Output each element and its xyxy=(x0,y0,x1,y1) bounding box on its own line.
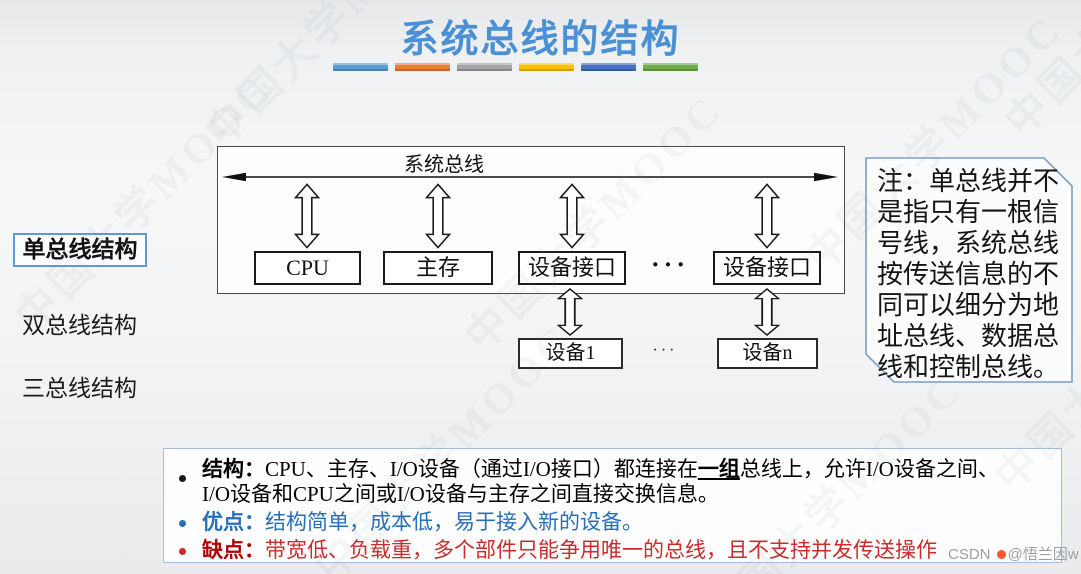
main-memory-box: 主存 xyxy=(383,251,493,285)
device-1-box: 设备1 xyxy=(518,338,623,369)
bus-label: 系统总线 xyxy=(404,154,484,176)
ellipsis: ··· xyxy=(652,342,678,359)
bullet-pros: 优点：结构简单，成本低，易于接入新的设备。 xyxy=(164,510,1061,535)
csdn-username: @悟兰因w xyxy=(1007,546,1079,563)
note-callout: 注：单总线并不是指只有一根信号线，系统总线按传送信息的不同可以细分为地址总线、数… xyxy=(865,157,1073,383)
cpu-box: CPU xyxy=(254,251,361,285)
bus-connector-arrow xyxy=(559,183,585,249)
structure-label: 结构： xyxy=(202,457,265,481)
structure-text: 总线上，允许I/O设备之间、 xyxy=(739,457,999,481)
bullet-icon xyxy=(179,520,186,527)
device-interface-box: 设备接口 xyxy=(518,251,626,285)
sidebar-item-triple-bus: 三总线结构 xyxy=(22,376,137,401)
csdn-watermark: CSDN @悟兰因w xyxy=(948,543,1079,564)
csdn-logo-icon xyxy=(996,550,1006,560)
bullet-cons: 缺点：带宽低、负载重，多个部件只能争用唯一的总线，且不支持并发传送操作 xyxy=(164,538,1061,563)
sidebar-item-single-bus: 单总线结构 xyxy=(13,233,147,267)
bus-diagram-panel: 系统总线 CPU 主存 设备接口 设备接口 ··· xyxy=(217,146,845,294)
bullet-icon xyxy=(179,475,186,482)
csdn-label: CSDN xyxy=(948,546,995,563)
divider-bar xyxy=(643,63,698,71)
summary-box: 结构：CPU、主存、I/O设备（通过I/O接口）都连接在一组总线上，允许I/O设… xyxy=(163,448,1062,563)
bullet-structure: 结构：CPU、主存、I/O设备（通过I/O接口）都连接在一组总线上，允许I/O设… xyxy=(164,449,1061,507)
note-text: 注：单总线并不是指只有一根信号线，系统总线按传送信息的不同可以细分为地址总线、数… xyxy=(877,167,1060,382)
bus-connector-arrow xyxy=(754,183,780,249)
sidebar-item-double-bus: 双总线结构 xyxy=(22,313,137,338)
note-callout-shape xyxy=(865,157,1073,383)
bus-connector-arrow xyxy=(294,183,320,249)
bus-double-arrow-line xyxy=(222,172,838,182)
divider-bar xyxy=(395,63,450,71)
pros-label: 优点： xyxy=(202,510,265,534)
cons-label: 缺点： xyxy=(202,538,265,562)
divider-bar xyxy=(581,63,636,71)
bus-connector-arrow xyxy=(425,183,451,249)
device-interface-box: 设备接口 xyxy=(713,251,821,285)
device-n-box: 设备n xyxy=(717,338,818,369)
cons-text: 带宽低、负载重，多个部件只能争用唯一的总线，且不支持并发传送操作 xyxy=(265,538,937,562)
pros-text: 结构简单，成本低，易于接入新的设备。 xyxy=(265,510,643,534)
divider-bar xyxy=(519,63,574,71)
device-connector-arrow xyxy=(557,288,583,336)
divider-bar xyxy=(457,63,512,71)
page-title: 系统总线的结构 xyxy=(400,19,681,61)
divider-bar xyxy=(333,63,388,71)
structure-text-line2: I/O设备和CPU之间或I/O设备与主存之间直接交换信息。 xyxy=(202,482,719,506)
bullet-icon xyxy=(179,548,186,555)
title-divider xyxy=(333,63,698,71)
ellipsis: ··· xyxy=(650,250,689,279)
device-connector-arrow xyxy=(754,288,780,336)
structure-text: CPU、主存、I/O设备（通过I/O接口）都连接在 xyxy=(265,457,698,481)
structure-emphasis: 一组 xyxy=(697,457,740,481)
